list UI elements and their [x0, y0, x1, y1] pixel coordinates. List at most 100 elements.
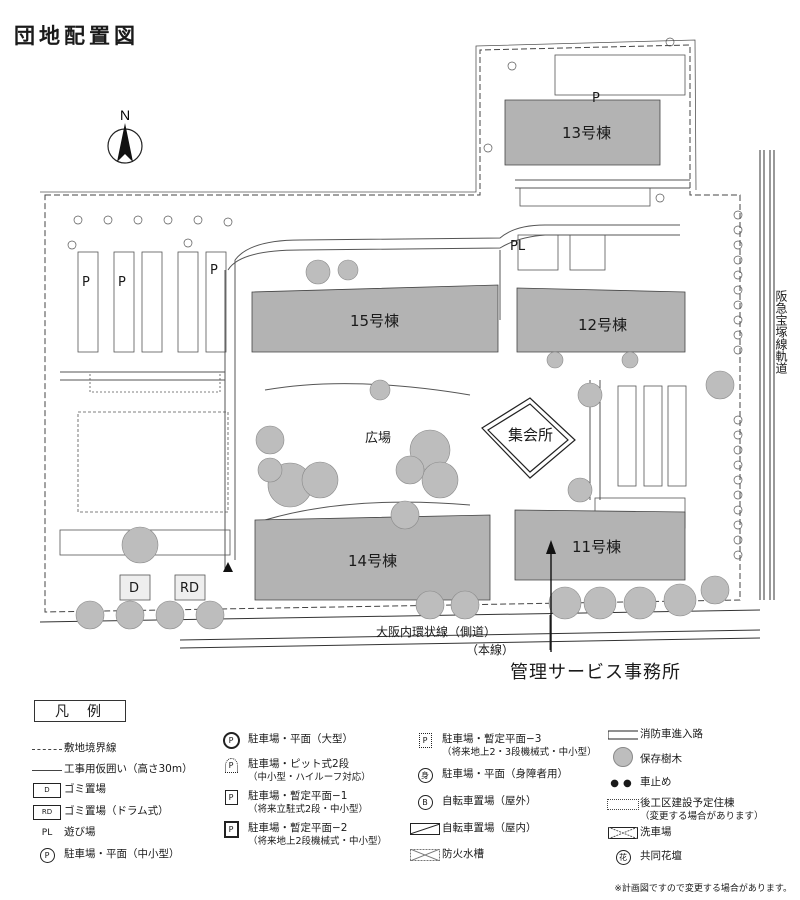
fire-route-icon: [608, 730, 638, 740]
temp-parking-3-icon: P: [418, 732, 432, 748]
legend-fence-text: 工事用仮囲い（高さ30m）: [64, 763, 193, 775]
parking-small-icon: P: [39, 847, 55, 863]
label-building-12: 12号棟: [578, 316, 627, 334]
legend-pit-2: P 駐車場・ピット式2段 （中小型・ハイルーフ対応）: [214, 757, 371, 784]
building-11: [514, 509, 686, 581]
building-15: [251, 284, 499, 353]
map-p-mark-1: P: [82, 275, 90, 290]
legend-bike-out-text: 自転車置場（屋外）: [442, 795, 537, 807]
legend-parking-small: P 駐車場・平面（中小型）: [30, 847, 180, 863]
legend-temp-3-text: 駐車場・暫定平面−3: [442, 733, 542, 745]
legend-garbage-drum-text: ゴミ置場（ドラム式）: [64, 805, 169, 817]
assembly-hall: [481, 397, 576, 479]
tree-icon: [613, 747, 633, 767]
legend-bollard: ●● 車止め: [606, 776, 672, 790]
label-building-15: 15号棟: [350, 312, 399, 330]
map-p-mark-4: P: [592, 91, 600, 106]
parking-area-right: [517, 54, 687, 529]
legend-temp-2: P 駐車場・暫定平面−2 （将来地上2段機械式・中小型）: [214, 820, 388, 848]
carwash-icon: [608, 827, 638, 839]
legend-temp-1-text: 駐車場・暫定平面−1: [248, 790, 348, 802]
dashed-line-icon: [32, 748, 62, 750]
garbage-icon: D: [33, 782, 61, 798]
legend-future-text: 後工区建設予定住棟: [640, 797, 735, 809]
bike-outdoor-icon: B: [417, 794, 433, 810]
building-13: [504, 99, 661, 166]
legend-bike-in-text: 自転車置場（屋内）: [442, 822, 537, 834]
legend-disabled: 身 駐車場・平面（身障者用）: [408, 767, 568, 783]
legend-playground: PL 遊び場: [30, 826, 96, 840]
temp-parking-1-icon: P: [224, 789, 238, 805]
buildings: [251, 99, 686, 601]
map-pl-mark: PL: [510, 239, 526, 254]
legend-boundary-text: 敷地境界線: [64, 742, 117, 754]
legend-garbage: D ゴミ置場: [30, 782, 106, 798]
railway-label: 阪急宝塚線軌道: [774, 290, 788, 374]
management-office-label: 管理サービス事務所: [510, 662, 681, 683]
legend-temp-2-sub: （将来地上2段機械式・中小型）: [248, 836, 388, 847]
office-arrow: [546, 540, 556, 652]
legend-trees: 保存樹木: [606, 747, 682, 768]
legend-playground-text: 遊び場: [64, 826, 96, 838]
legend-future: 後工区建設予定住棟 （変更する場合があります）: [606, 797, 764, 823]
legend-bike-out: B 自転車置場（屋外）: [408, 794, 537, 810]
legend-cistern-text: 防火水槽: [442, 848, 484, 860]
legend-carwash-text: 洗車場: [640, 826, 672, 838]
future-building-icon: [607, 798, 639, 810]
legend-bollard-text: 車止め: [640, 776, 672, 788]
compass-label: N: [120, 108, 130, 123]
legend-fence: 工事用仮囲い（高さ30m）: [30, 763, 193, 777]
legend-pit-2-sub: （中小型・ハイルーフ対応）: [248, 772, 371, 783]
flower-bed-icon: 花: [615, 849, 631, 865]
legend-pit-2-text: 駐車場・ピット式2段: [248, 758, 350, 770]
disabled-parking-icon: 身: [417, 767, 433, 783]
bollard-icon: ●●: [610, 777, 636, 789]
map-p-mark-3: P: [210, 263, 218, 278]
pit-parking-icon: P: [224, 757, 238, 773]
legend-parking-large: P 駐車場・平面（大型）: [214, 731, 353, 749]
map-rd-mark: RD: [180, 581, 199, 596]
legend-carwash: 洗車場: [606, 826, 672, 840]
legend-temp-1-sub: （将来立駐式2段・中小型）: [248, 804, 369, 815]
label-assembly-hall: 集会所: [508, 426, 553, 444]
cistern-icon: [410, 849, 440, 861]
legend-flower: 花 共同花壇: [606, 849, 682, 865]
disclaimer-note: ※計画図ですので変更する場合があります。: [614, 884, 792, 894]
railway-lines: [759, 150, 775, 600]
label-building-14: 14号棟: [348, 552, 397, 570]
parking-large-icon: P: [222, 731, 240, 749]
temp-parking-2-icon: P: [223, 820, 239, 838]
legend-temp-3-sub: （将来地上2・3段機械式・中小型）: [442, 747, 597, 758]
ring-main-label: （本線）: [466, 642, 514, 657]
label-building-13: 13号棟: [562, 124, 611, 142]
building-12: [516, 287, 686, 353]
garbage-drum-icon: RD: [33, 804, 61, 820]
fence-line-icon: [32, 769, 62, 771]
entrance-marker-icon: [223, 562, 233, 572]
legend-trees-text: 保存樹木: [640, 753, 682, 765]
label-plaza: 広場: [365, 431, 391, 446]
page-title: 団地配置図: [14, 24, 139, 48]
map-p-mark-2: P: [118, 275, 126, 290]
label-building-11: 11号棟: [572, 538, 621, 556]
legend-future-sub: （変更する場合があります）: [640, 811, 764, 822]
legend-parking-small-text: 駐車場・平面（中小型）: [64, 848, 180, 860]
site-boundary: [44, 44, 741, 613]
parking-area-left: [59, 251, 231, 601]
site-map: 阪急宝塚線軌道 大阪内環状線（側道） （本線）: [39, 37, 788, 657]
north-compass-icon: N: [107, 108, 143, 164]
legend-temp-1: P 駐車場・暫定平面−1 （将来立駐式2段・中小型）: [214, 789, 369, 816]
legend-temp-2-text: 駐車場・暫定平面−2: [248, 822, 348, 834]
legend-parking-large-text: 駐車場・平面（大型）: [248, 733, 353, 745]
legend-garbage-drum: RD ゴミ置場（ドラム式）: [30, 804, 169, 820]
legend-temp-3: P 駐車場・暫定平面−3 （将来地上2・3段機械式・中小型）: [408, 732, 597, 759]
preserved-trees: [75, 259, 735, 630]
legend-garbage-text: ゴミ置場: [64, 783, 106, 795]
ring-side-label: 大阪内環状線（側道）: [376, 624, 496, 639]
legend-cistern: 防火水槽: [408, 848, 484, 862]
legend-heading: 凡例: [34, 700, 126, 722]
legend-disabled-text: 駐車場・平面（身障者用）: [442, 768, 568, 780]
legend-bike-in: 自転車置場（屋内）: [408, 822, 537, 836]
legend-boundary: 敷地境界線: [30, 742, 117, 756]
map-d-mark: D: [129, 581, 139, 596]
